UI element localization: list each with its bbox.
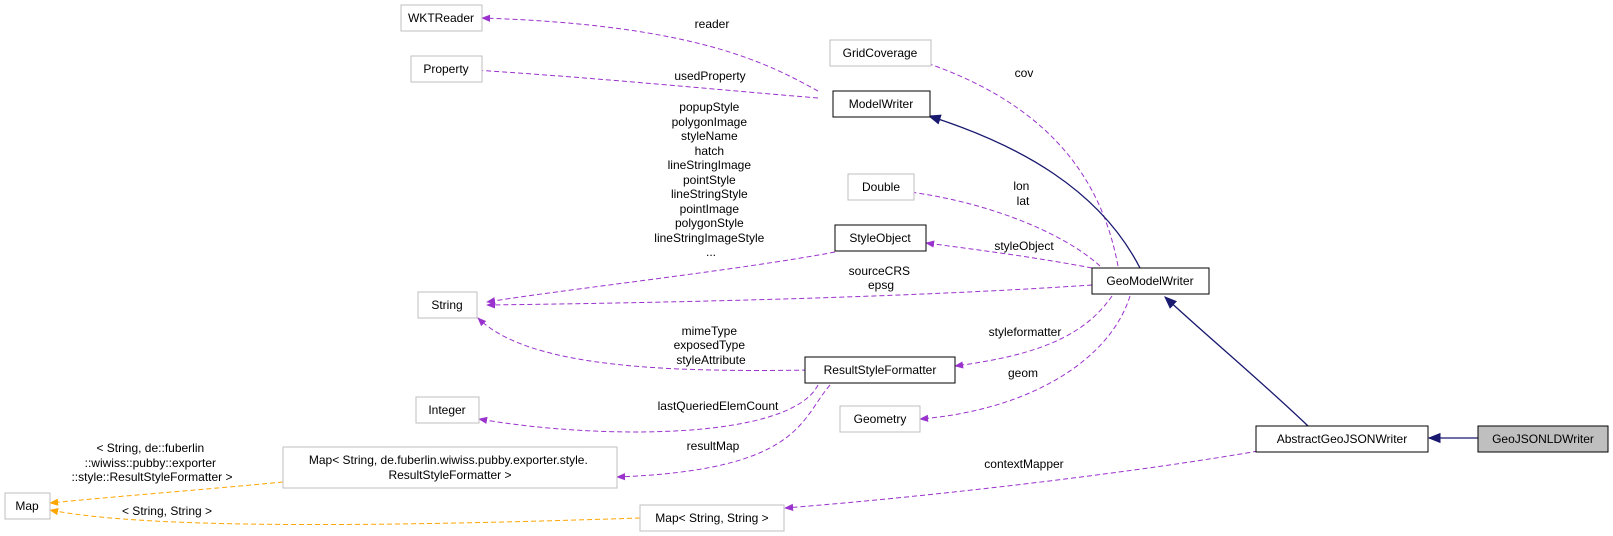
- edge-label-mimetype: mimeType exposedType styleAttribute: [674, 324, 749, 367]
- node-map[interactable]: Map: [4, 492, 51, 520]
- edge-label-exposedtype-line: exposedType: [674, 338, 746, 352]
- edge-label-style-field: hatch: [695, 144, 724, 158]
- node-map-label: Map: [15, 499, 39, 513]
- edge-labels: reader usedProperty cov lon lat styleObj…: [71, 17, 1063, 518]
- node-map-string-rsf[interactable]: Map< String, de.fuberlin.wiwiss.pubby.ex…: [282, 446, 618, 489]
- edge-styleformatter: [954, 295, 1113, 369]
- edge-styleobject: [925, 240, 1093, 269]
- edge-label-map-template-line: ::wiwiss::pubby::exporter: [85, 456, 216, 470]
- edge-lastqueried: [478, 384, 819, 433]
- edge-sourcecrs: [486, 284, 1093, 309]
- edge-label-lat: lat: [1017, 194, 1030, 208]
- edge-lonlat: [901, 188, 1101, 267]
- node-string-label: String: [431, 298, 462, 312]
- edge-label-style-fields: popupStyle polygonImage styleName hatch …: [654, 100, 767, 259]
- node-property[interactable]: Property: [410, 55, 483, 83]
- edge-label-style-field: lineStringImageStyle: [654, 231, 764, 245]
- edge-label-epsg-line: epsg: [868, 278, 894, 292]
- edge-resultmap: [616, 384, 831, 481]
- node-abstractgeojsonwriter-label: AbstractGeoJSONWriter: [1277, 432, 1407, 446]
- node-map-string-rsf-label: Map< String, de.fuberlin.wiwiss.pubby.ex…: [309, 453, 591, 482]
- nodes: WKTReader Property String Integer Map Ma…: [4, 4, 1609, 532]
- edge-label-lon: lon: [1013, 179, 1029, 193]
- edge-label-styleformatter: styleformatter: [989, 325, 1062, 339]
- edge-label-styleattribute-line: styleAttribute: [676, 353, 746, 367]
- edge-label-sourcecrs-line: sourceCRS: [849, 264, 910, 278]
- node-geojsonldwriter[interactable]: GeoJSONLDWriter: [1477, 425, 1609, 453]
- edge-label-contextmapper: contextMapper: [984, 457, 1063, 471]
- node-integer-label: Integer: [428, 403, 465, 417]
- node-property-label: Property: [423, 62, 468, 76]
- edge-usedproperty: [473, 66, 819, 99]
- edge-label-sourcecrs: sourceCRS epsg: [849, 264, 914, 292]
- node-resultstyleformatter[interactable]: ResultStyleFormatter: [804, 356, 956, 384]
- node-resultstyleformatter-label: ResultStyleFormatter: [824, 363, 937, 377]
- edge-label-style-field: pointStyle: [683, 173, 736, 187]
- node-geometry-label: Geometry: [854, 412, 907, 426]
- edge-label-lonlat: lon lat: [1013, 179, 1032, 208]
- edge-label-style-field: lineStringImage: [668, 158, 752, 172]
- edge-label-style-field: polygonImage: [672, 115, 748, 129]
- edge-inherit-abstractgeojsonwriter: [1164, 296, 1309, 427]
- edge-map-template-rsf: [49, 481, 284, 506]
- edge-label-map-template-ss: < String, String >: [122, 504, 212, 518]
- edge-label-style-field: styleName: [681, 129, 738, 143]
- node-geomodelwriter-label: GeoModelWriter: [1106, 274, 1193, 288]
- node-gridcoverage-label: GridCoverage: [843, 46, 918, 60]
- node-map-string-rsf-line1: Map< String, de.fuberlin.wiwiss.pubby.ex…: [309, 453, 588, 467]
- node-wktreader[interactable]: WKTReader: [400, 4, 483, 32]
- node-styleobject[interactable]: StyleObject: [834, 224, 927, 252]
- edge-style-fields: [486, 251, 836, 305]
- edge-label-style-field: pointImage: [680, 202, 740, 216]
- edge-label-style-field: ...: [706, 245, 716, 259]
- edge-label-map-template-line: < String, de::fuberlin: [96, 441, 204, 455]
- node-double[interactable]: Double: [847, 173, 915, 201]
- edge-label-geom: geom: [1008, 366, 1038, 380]
- node-geometry[interactable]: Geometry: [839, 405, 921, 433]
- edges: [49, 14, 1478, 526]
- node-string[interactable]: String: [417, 291, 478, 319]
- edge-label-style-field: polygonStyle: [675, 216, 744, 230]
- edge-reader: [481, 14, 819, 92]
- edge-label-mimetype-line: mimeType: [682, 324, 738, 338]
- edge-label-map-template-line: ::style::ResultStyleFormatter >: [71, 470, 232, 484]
- node-modelwriter[interactable]: ModelWriter: [832, 90, 931, 118]
- node-map-string-rsf-line2: ResultStyleFormatter >: [388, 468, 511, 482]
- node-double-label: Double: [862, 180, 900, 194]
- node-geomodelwriter[interactable]: GeoModelWriter: [1091, 267, 1210, 295]
- node-geojsonldwriter-label: GeoJSONLDWriter: [1492, 432, 1594, 446]
- edge-label-style-field: popupStyle: [679, 100, 739, 114]
- edge-label-style-field: lineStringStyle: [671, 187, 748, 201]
- edge-label-usedproperty: usedProperty: [674, 69, 745, 83]
- node-gridcoverage[interactable]: GridCoverage: [829, 39, 932, 67]
- node-integer[interactable]: Integer: [415, 396, 480, 424]
- node-map-string-string-label: Map< String, String >: [655, 511, 768, 525]
- node-abstractgeojsonwriter[interactable]: AbstractGeoJSONWriter: [1255, 425, 1429, 453]
- edge-label-styleobject: styleObject: [994, 239, 1054, 253]
- edge-label-resultmap: resultMap: [687, 439, 740, 453]
- edge-contextmapper: [784, 450, 1259, 511]
- edge-geom: [919, 295, 1131, 422]
- edge-map-template-ss: [49, 508, 641, 526]
- edge-mimetype: [477, 317, 816, 371]
- node-styleobject-label: StyleObject: [849, 231, 911, 245]
- node-wktreader-label: WKTReader: [408, 11, 474, 25]
- edge-inherit-geomodelwriter: [927, 114, 1141, 269]
- edge-cov: [917, 59, 1119, 267]
- edge-label-map-template-rsf: < String, de::fuberlin ::wiwiss::pubby::…: [71, 441, 232, 484]
- edge-label-lastqueried: lastQueriedElemCount: [658, 399, 779, 413]
- edge-label-cov: cov: [1015, 66, 1034, 80]
- node-map-string-string[interactable]: Map< String, String >: [639, 504, 785, 532]
- edge-label-reader: reader: [695, 17, 730, 31]
- node-modelwriter-label: ModelWriter: [849, 97, 913, 111]
